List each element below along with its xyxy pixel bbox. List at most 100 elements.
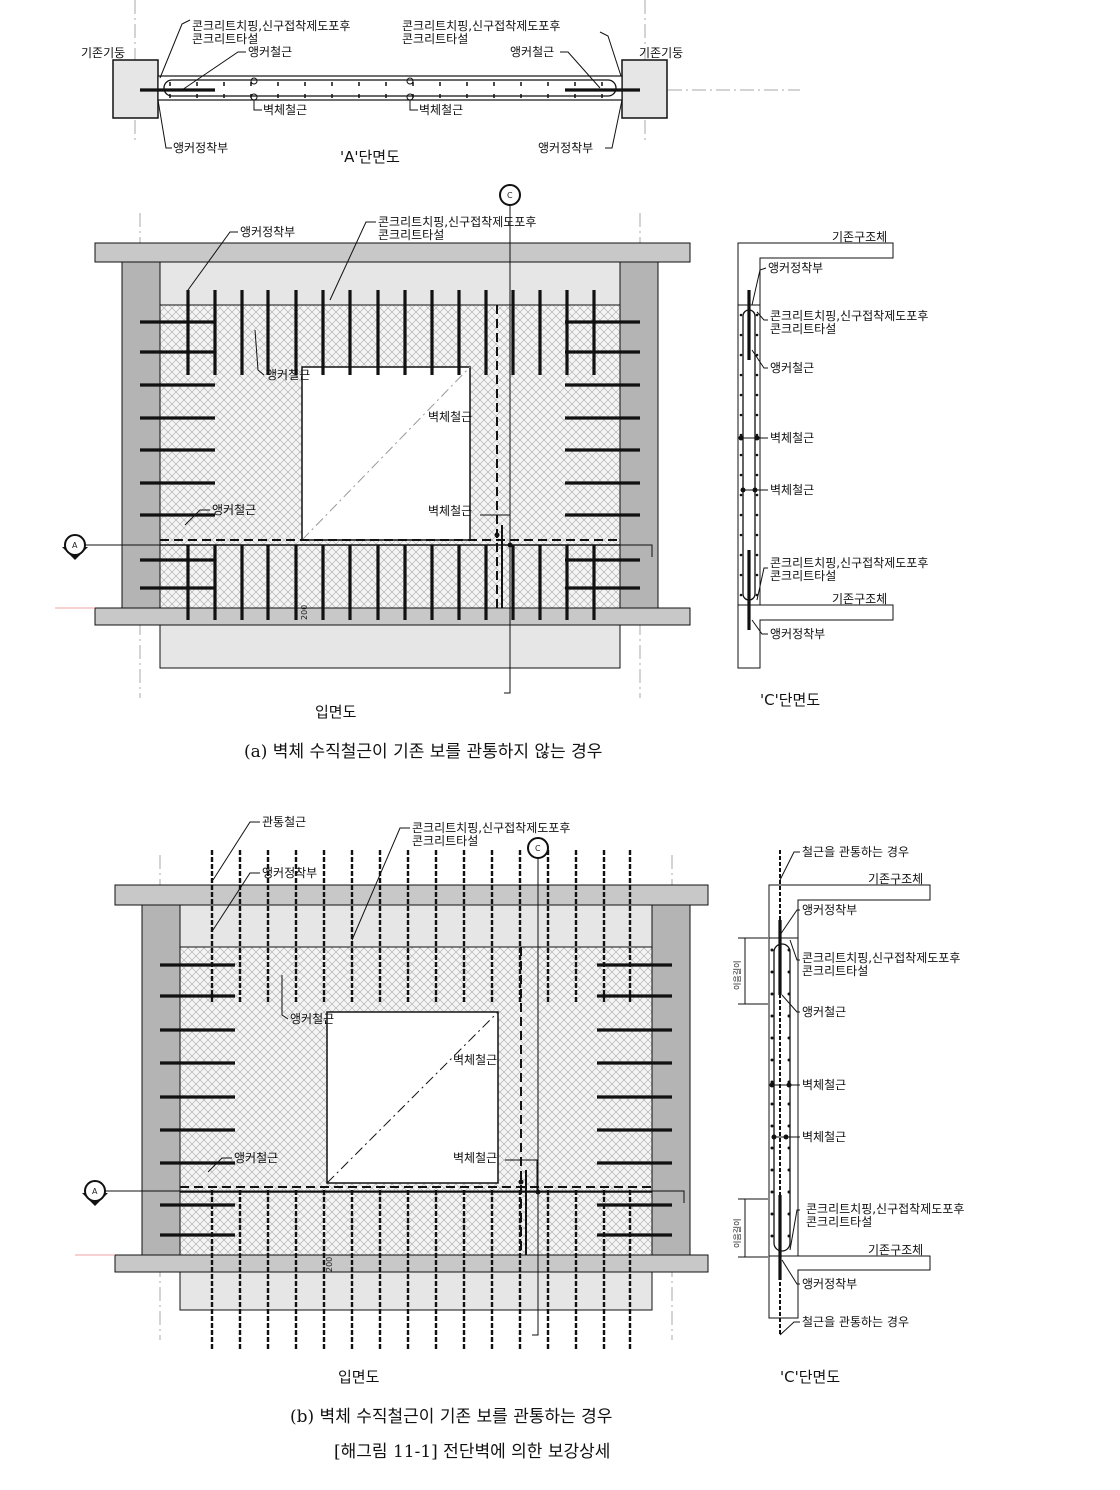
wall-rebar-label: 벽체철근 (419, 103, 463, 117)
rebar-dot (518, 1179, 524, 1185)
anchor-rebar-label: 앵커철근 (266, 368, 310, 382)
anchor-zone-label: 앵커정착부 (240, 225, 295, 239)
rebar-dot (739, 313, 743, 317)
existing-beam-web (159, 624, 621, 669)
section-marker-c-a[interactable]: C (499, 184, 521, 206)
chipping-label: 콘크리트치핑,신구접착제도포후 (802, 951, 960, 965)
elevation-a-labels: 앵커정착부 콘크리트치핑,신구접착제도포후 콘크리트타설 앵커철근 벽체철근 벽… (184, 215, 536, 721)
anchor-rebar-label: 앵커철근 (802, 1005, 846, 1019)
wall-rebar-label: 벽체철근 (263, 103, 307, 117)
rebar-dot (739, 413, 743, 417)
rebar-dot (770, 1124, 774, 1128)
rebar-dot (770, 1014, 774, 1018)
opening-diagonal (301, 366, 471, 541)
rebar-dot (739, 493, 743, 497)
anchor-zone-label: 앵커정착부 (538, 141, 593, 155)
rebar-dot (787, 1058, 791, 1062)
chipping-label: 콘크리트치핑,신구접착제도포후 (770, 556, 928, 570)
wall-rebar-label: 벽체철근 (770, 483, 814, 497)
marker-letter: A (72, 541, 78, 550)
section-a: 콘크리트치핑,신구접착제도포후 콘크리트타설 콘크리트치핑,신구접착제도포후 콘… (81, 0, 800, 166)
marker-letter: C (507, 191, 513, 200)
rebar-dot (739, 453, 743, 457)
elevation-b-title: 입면도 (338, 1368, 380, 1386)
existing-column-label: 기존기둥 (639, 46, 683, 60)
rebar-dot (755, 433, 759, 437)
rebar-dot (494, 532, 500, 538)
opening-diagonal (326, 1011, 499, 1184)
anchor-rebar-label: 앵커철근 (212, 503, 256, 517)
chipping-label-2: 콘크리트타설 (802, 964, 868, 978)
existing-structure-label: 기존구조체 (868, 872, 923, 886)
anchor-rebar-label: 앵커철근 (248, 45, 292, 59)
rebar-dot (739, 473, 743, 477)
rebar-dot (535, 1189, 541, 1195)
rebar-dot (755, 493, 759, 497)
chipping-label: 콘크리트치핑,신구접착제도포후 (378, 215, 536, 229)
existing-beam-top (94, 242, 691, 263)
anchor-rebar-label: 앵커철근 (234, 1151, 278, 1165)
rebar-dot (787, 1014, 791, 1018)
rebar-dot (755, 553, 759, 557)
elevation-b-labels: 관통철근 앵커정착부 콘크리트치핑,신구접착제도포후 콘크리트타설 앵커철근 벽… (207, 815, 570, 1386)
chipping-label: 콘크리트치핑,신구접착제도포후 (770, 309, 928, 323)
rebar-dot (755, 593, 759, 597)
wall-rebar-label: 벽체철근 (802, 1130, 846, 1144)
chipping-label: 콘크리트치핑,신구접착제도포후 (192, 19, 350, 33)
wall-rebar-label: 벽체철근 (770, 431, 814, 445)
rebar-dot (787, 970, 791, 974)
rebar-dot (755, 413, 759, 417)
rebar-dot (770, 1190, 774, 1194)
chipping-label: 콘크리트치핑,신구접착제도포후 (412, 821, 570, 835)
elevation-b (75, 850, 709, 1350)
rebar-dot (770, 970, 774, 974)
anchor-zone-label: 앵커정착부 (770, 627, 825, 641)
wall-rebar-label: 벽체철근 (428, 410, 472, 424)
elevation-a (55, 205, 691, 698)
existing-column-label: 기존기둥 (81, 46, 125, 60)
rebar-dot (755, 313, 759, 317)
existing-beam-soffit (159, 261, 621, 306)
dimension-200: 200 (325, 1257, 334, 1272)
section-line-a (85, 544, 653, 557)
rebar-dot (739, 573, 743, 577)
anchor-rebar-label: 앵커철근 (770, 361, 814, 375)
wall-rebar-label: 벽체철근 (453, 1151, 497, 1165)
section-marker-a-a[interactable]: A (62, 534, 88, 560)
existing-beam-bottom (114, 1254, 709, 1273)
rebar-dot (755, 333, 759, 337)
rebar-dot (755, 513, 759, 517)
rebar-dot (770, 948, 774, 952)
chipping-label-2: 콘크리트타설 (770, 569, 836, 583)
figure-caption: [해그림 11-1] 전단벽에 의한 보강상세 (334, 1442, 610, 1462)
section-marker-c-b[interactable]: C (527, 837, 549, 859)
section-marker-a-b[interactable]: A (82, 1180, 108, 1206)
anchor-zone-label: 앵커정착부 (802, 903, 857, 917)
lap-length-label: 이음길이 (732, 1219, 742, 1248)
section-c-b: 이음길이 이음길이 철근을 관통하는 경우 기존구조체 앵커정착부 콘크리트치핑… (732, 845, 964, 1386)
anchor-rebar-label: 앵커철근 (290, 1012, 334, 1026)
section-line-c (532, 858, 539, 1336)
rebar-dot (755, 353, 759, 357)
existing-beam-bottom (94, 607, 691, 626)
rebar-dot (787, 992, 791, 996)
anchor-zone-label: 앵커정착부 (768, 261, 823, 275)
rebar-dot (787, 948, 791, 952)
rebar-dot (770, 992, 774, 996)
rebar-dot (755, 373, 759, 377)
existing-beam-top (114, 884, 709, 906)
rebar-dot (739, 433, 743, 437)
marker-letter: A (92, 1187, 98, 1196)
rebar-dot (787, 1146, 791, 1150)
wall-rebar-label: 벽체철근 (428, 504, 472, 518)
rebar-dot (787, 1102, 791, 1106)
rebar-dot (770, 1058, 774, 1062)
rebar-dot (739, 373, 743, 377)
caption-a: (a) 벽체 수직철근이 기존 보를 관통하지 않는 경우 (244, 742, 602, 762)
rebar-dot (787, 1124, 791, 1128)
rebar-dot (770, 1234, 774, 1238)
rebar-dot (755, 533, 759, 537)
rebar-dot (770, 1212, 774, 1216)
rebar-dot (739, 553, 743, 557)
